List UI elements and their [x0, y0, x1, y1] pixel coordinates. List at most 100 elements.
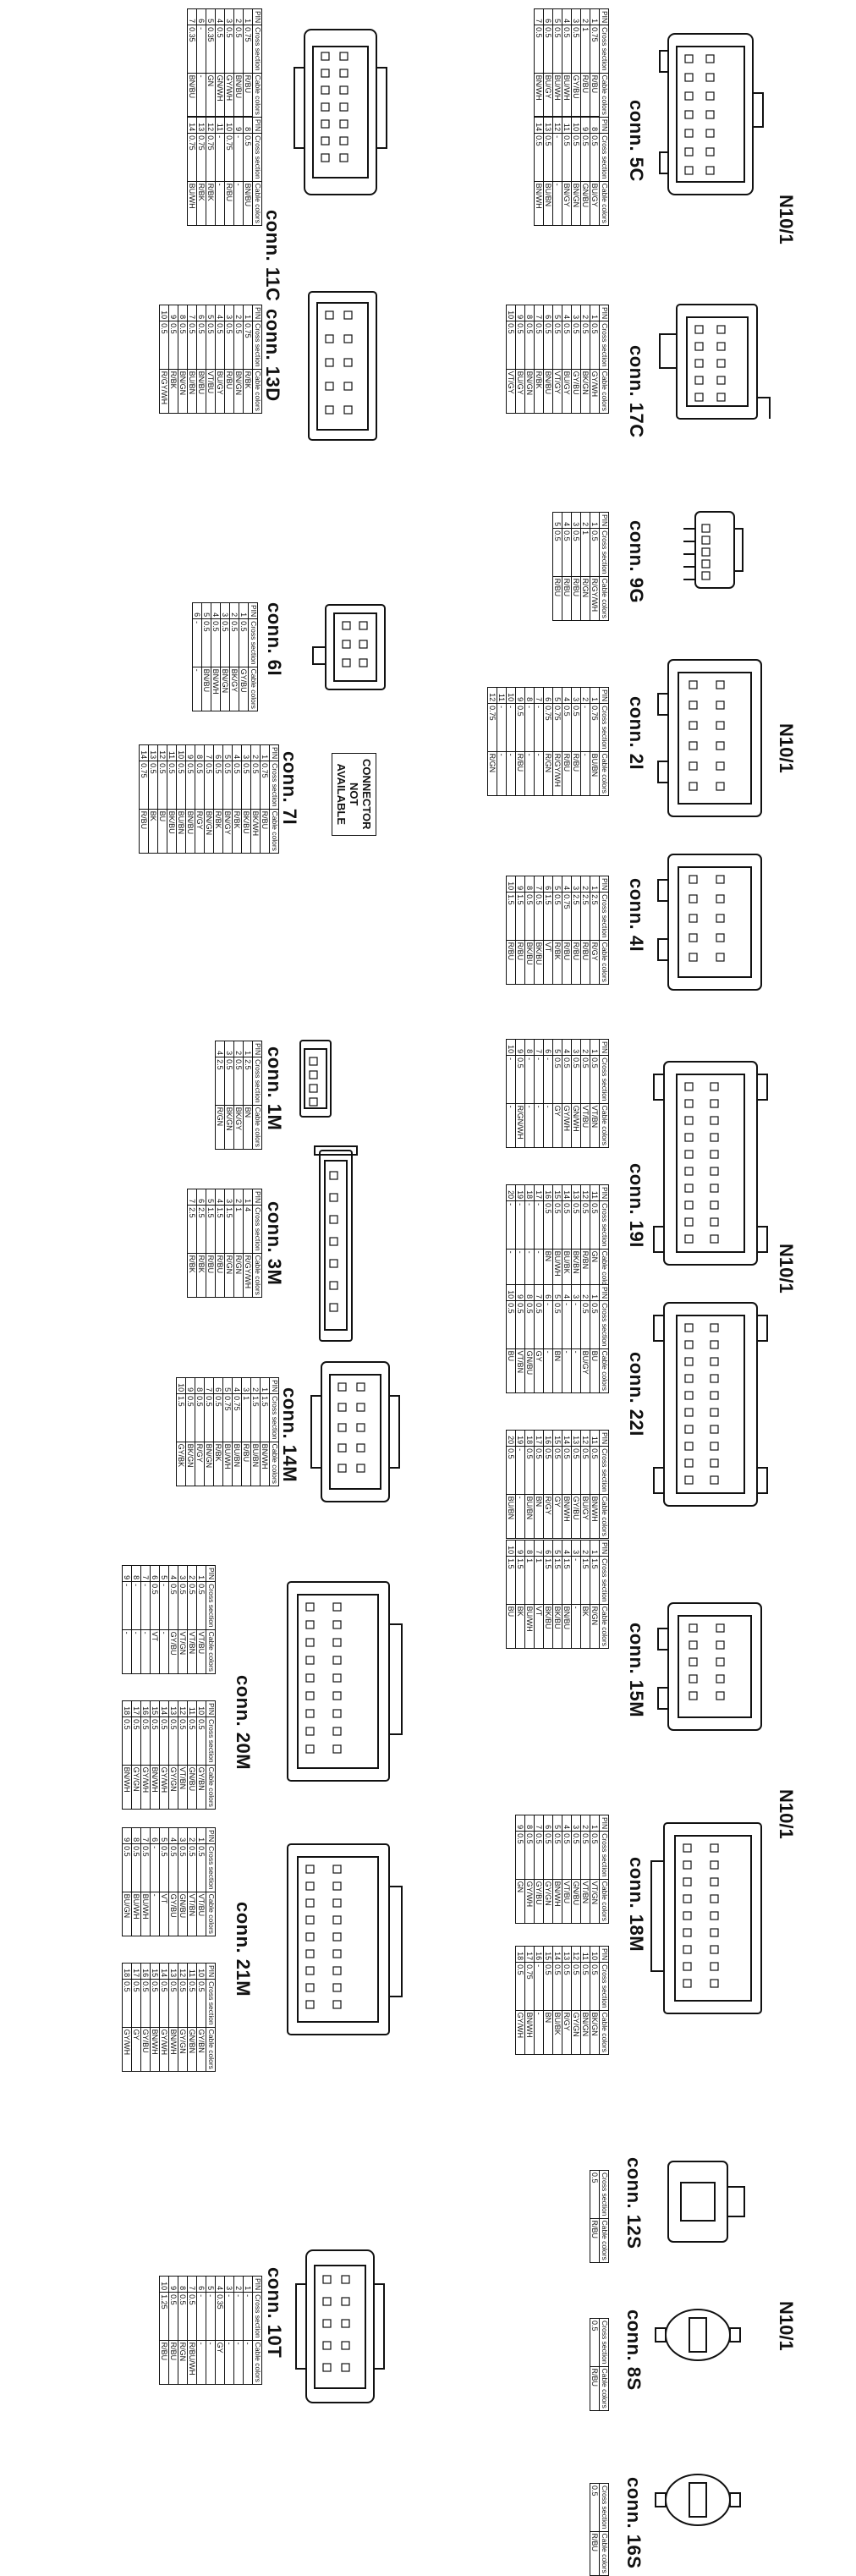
connector-21m-drawing [287, 1843, 403, 2035]
table-cell: 6 [543, 305, 553, 321]
pin-cavity [701, 547, 711, 557]
pin-cavity [710, 1962, 719, 1971]
table-cell: VT [534, 1604, 544, 1649]
table-cell: - [506, 1200, 516, 1250]
table-cell: 0.5 [590, 321, 600, 370]
table-cell: GN [515, 1879, 525, 1924]
table-cell: 0.75 [243, 25, 253, 74]
pin-cavity [716, 1623, 725, 1633]
table-cell: - [515, 1494, 525, 1539]
table-cell: R/BU/WH [187, 2340, 197, 2385]
table-cell: 14 [187, 117, 197, 134]
column-header-cable: Cable colors [206, 2027, 216, 2072]
table-cell: - [552, 181, 562, 226]
table-row: 7-- [534, 687, 544, 796]
table-cell: BU/BN [590, 751, 600, 796]
pin-cavity [343, 334, 353, 343]
pin-cavity [716, 1674, 725, 1683]
column-header-cross: Cross section [599, 1055, 609, 1104]
column-header-cable: Cable colors [252, 369, 262, 414]
column-header-pin: PIN [206, 1565, 216, 1582]
table-cell: GY/WH [224, 73, 234, 118]
pin-cavity [710, 1133, 719, 1142]
table-cell: R/BU [590, 2218, 600, 2263]
pin-cavity [356, 1403, 365, 1412]
table-cell: BU/BK [552, 2010, 562, 2055]
column-header-cross: Cross section [599, 892, 609, 941]
table-cell: 10 [196, 1963, 206, 1980]
table-row: 7-- [140, 1565, 151, 1674]
pin-cavity [332, 1656, 342, 1665]
table-cell: 2 [233, 1041, 244, 1057]
table-cell: 1 [260, 1377, 270, 1394]
table-row: 6-- [543, 1039, 553, 1148]
table-cell: 0.5 [552, 321, 562, 370]
table-cell: 7 [140, 1565, 151, 1582]
column-header-pin: PIN [252, 8, 262, 25]
pin-cavity [689, 914, 698, 923]
column-header-cross: Cross section [599, 1831, 609, 1880]
table-cell: 0.5 [201, 618, 211, 667]
table-cell: 1 [590, 305, 600, 321]
pin-cavity [705, 91, 715, 101]
pin-cavity [689, 761, 698, 771]
table-cell: R/BU [571, 940, 581, 985]
table-cell: BN/WH [150, 2027, 160, 2072]
table-cell: 1 [590, 687, 600, 704]
table-cell: 2 [187, 1827, 197, 1844]
column-header-pin: PIN [599, 512, 609, 529]
table-cell: GY/GN [543, 1879, 553, 1924]
table-cell: 6 [543, 1815, 553, 1832]
table-cell: 0.5 [534, 1831, 544, 1880]
table-cell: - [215, 133, 225, 182]
table-cell: 0.5 [543, 133, 553, 182]
table-cell: 0.5 [515, 703, 525, 752]
pin-cavity [710, 1150, 719, 1159]
pin-cavity [337, 1443, 347, 1453]
pin-cavity [305, 2000, 315, 2009]
table-cell: 0.5 [178, 321, 188, 370]
pin-cavity [683, 1894, 692, 1903]
table-cell: 3 [571, 305, 581, 321]
table-cell: GY/BN [196, 1765, 206, 1810]
table-cell: GY/BU [571, 1494, 581, 1539]
table-cell: 6 [543, 1039, 553, 1056]
table-cell: 0.5 [157, 761, 167, 810]
table-cell: GY/GN [178, 2027, 188, 2072]
table-cell: 0.5 [580, 1200, 590, 1250]
table-cell: R/GN [215, 1105, 225, 1150]
pin-cavity [337, 1423, 347, 1432]
table-cell: 8 [178, 305, 188, 321]
pin-cavity [684, 1357, 694, 1366]
table-cell: R/BU [159, 2340, 169, 2385]
table-cell: VT/BN [178, 1765, 188, 1810]
table-cell: 5 [222, 1377, 233, 1394]
table-row: 6-- [543, 1284, 553, 1393]
table-cell: - [515, 1446, 525, 1495]
table-cell: - [159, 1629, 169, 1674]
column-header-cross: Cross section [252, 1057, 262, 1106]
column-header-pin: PIN [599, 1284, 609, 1301]
table-cell: 2 [229, 602, 239, 619]
table-cell: 0.5 [580, 133, 590, 182]
column-header-cross: Cross section [206, 1843, 216, 1892]
table-cell: 5 [552, 1039, 562, 1056]
table-cell: - [524, 751, 535, 796]
